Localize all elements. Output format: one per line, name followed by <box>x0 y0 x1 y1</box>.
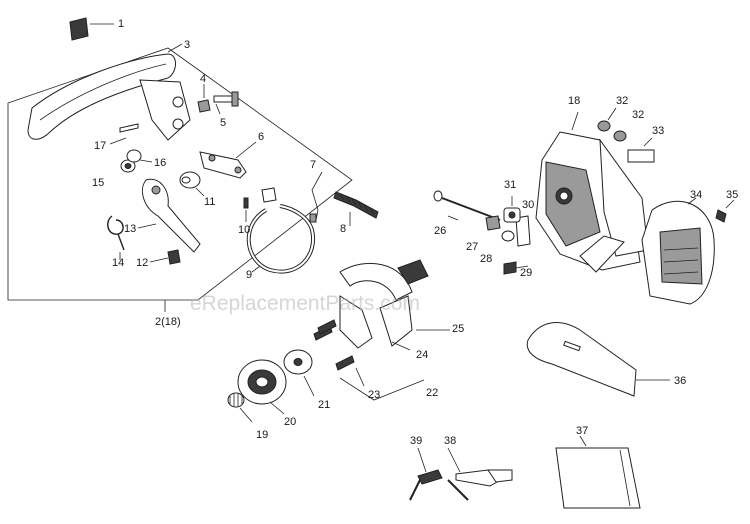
part-31-collar <box>503 196 521 223</box>
callout-35: 35 <box>726 189 738 201</box>
watermark: eReplacementParts.com <box>190 292 420 315</box>
part-10-pin <box>243 197 249 222</box>
callout-19: 19 <box>256 429 268 441</box>
kit-boundary <box>7 47 353 301</box>
part-17-slot <box>109 123 139 145</box>
callout-12: 12 <box>136 257 148 269</box>
part-20-sprocket-drum <box>237 359 287 415</box>
part-26-bolt <box>433 190 501 221</box>
part-15-washer <box>120 159 136 173</box>
part-13-brake-lever <box>137 178 201 253</box>
callout-15: 15 <box>92 177 104 189</box>
part-16-washer <box>126 149 153 163</box>
callout-9: 9 <box>246 269 252 281</box>
callout-14: 14 <box>112 257 124 269</box>
callout-33: 33 <box>652 125 664 137</box>
callout-7: 7 <box>310 159 316 171</box>
part-35-screw <box>715 199 735 223</box>
callout-34: 34 <box>690 189 702 201</box>
callout-16: 16 <box>154 157 166 169</box>
part-32-nut <box>597 107 627 142</box>
part-34-sprocket-cover <box>641 197 715 305</box>
part-3-chain-guard <box>27 43 191 141</box>
callout-26: 26 <box>434 225 446 237</box>
leader-39 <box>417 447 427 473</box>
part-8-spring <box>333 191 379 226</box>
part-28-washer <box>501 230 515 242</box>
callout-6: 6 <box>258 131 264 143</box>
callout-30: 30 <box>522 199 534 211</box>
part-9-brake-band <box>246 187 316 274</box>
part-38-wrench <box>447 469 513 501</box>
part-21-washer <box>283 349 315 397</box>
callout-13: 13 <box>124 223 136 235</box>
part-19-needle-bearing <box>227 392 253 423</box>
part-5-bolt <box>213 91 239 115</box>
part-29-screw <box>503 261 529 275</box>
callout-5: 5 <box>220 117 226 129</box>
part-4-nut <box>197 84 211 113</box>
callout-27: 27 <box>466 241 478 253</box>
part-6-chain-adjuster <box>199 141 257 179</box>
bracket-22 <box>339 377 425 401</box>
callout-25: 25 <box>452 323 464 335</box>
callout-32a: 32 <box>616 95 628 107</box>
part-30-bracket <box>515 215 531 247</box>
callout-10: 10 <box>238 224 250 236</box>
callout-21: 21 <box>318 399 330 411</box>
part-14-spring <box>107 215 125 260</box>
callout-20: 20 <box>284 416 296 428</box>
part-7-pin <box>309 171 323 223</box>
part-39-screwdriver <box>409 469 443 501</box>
part-36-guide-bar <box>526 322 670 397</box>
callout-3: 3 <box>184 39 190 51</box>
callout-39: 39 <box>410 435 422 447</box>
part-11-collar <box>179 171 205 197</box>
part-18-housing <box>535 111 649 273</box>
callout-1: 1 <box>118 18 124 30</box>
callout-31: 31 <box>504 179 516 191</box>
part-27-nut <box>485 215 501 231</box>
callout-18: 18 <box>568 95 580 107</box>
callout-22: 22 <box>426 387 438 399</box>
part-23-clutch-springs <box>313 319 365 387</box>
part-24-clutch-shoes <box>339 259 429 351</box>
leader-38 <box>447 447 461 473</box>
callout-23: 23 <box>368 389 380 401</box>
callout-2: 2(18) <box>155 316 181 328</box>
callout-11: 11 <box>204 196 215 208</box>
part-1-label-sticker <box>69 17 114 41</box>
callout-24: 24 <box>416 349 428 361</box>
callout-38: 38 <box>444 435 456 447</box>
callout-28: 28 <box>480 253 492 265</box>
callout-8: 8 <box>340 223 346 235</box>
part-12-screw <box>149 249 181 265</box>
part-37-manual <box>555 435 641 509</box>
callout-32b: 32 <box>632 109 644 121</box>
part-33-label <box>627 137 655 163</box>
callout-17: 17 <box>94 140 106 152</box>
callout-29: 29 <box>520 267 532 279</box>
callout-37: 37 <box>576 425 588 437</box>
callout-36: 36 <box>674 375 686 387</box>
callout-4: 4 <box>200 73 206 85</box>
